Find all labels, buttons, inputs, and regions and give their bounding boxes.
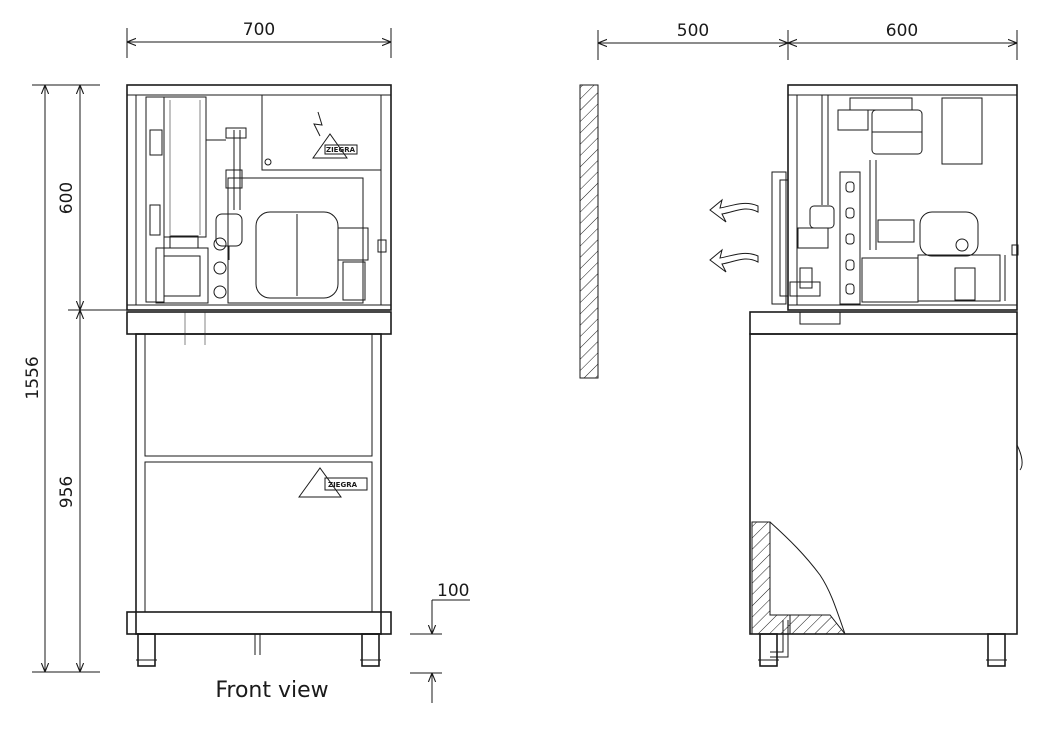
- dimension-side-clearance: 500: [597, 21, 789, 60]
- dim-label-600-horizontal: 600: [886, 21, 918, 41]
- dimension-side-depth: 600: [788, 21, 1018, 60]
- dimension-front-width: 700: [126, 20, 392, 58]
- dim-label-956: 956: [57, 476, 77, 508]
- dim-label-100: 100: [437, 581, 469, 601]
- brand-logo-upper: ZIEGRA: [326, 146, 356, 154]
- wall-hatch: [579, 84, 599, 379]
- dimension-total-height: 1556: [23, 84, 100, 673]
- side-base-cabinet: [749, 311, 1023, 667]
- side-upper-module: [771, 84, 1019, 311]
- side-view: 500 600: [579, 21, 1023, 667]
- dim-label-600-vertical: 600: [57, 182, 77, 214]
- dimension-upper-height: 600: [57, 85, 128, 311]
- dim-label-500: 500: [677, 21, 709, 41]
- dimension-lower-height: 956: [57, 310, 80, 672]
- dimension-clearance-bottom: 100: [410, 581, 470, 703]
- front-upper-module: ZIEGRA: [126, 84, 392, 311]
- front-view: 700 1556 600 956: [23, 20, 470, 703]
- dim-label-700: 700: [243, 20, 275, 40]
- brand-logo-door: ZIEGRA: [328, 481, 358, 489]
- front-base-cabinet: ZIEGRA: [126, 311, 392, 667]
- airflow-arrows: [709, 198, 759, 273]
- dim-label-1556: 1556: [23, 356, 43, 399]
- front-view-caption: Front view: [215, 678, 328, 703]
